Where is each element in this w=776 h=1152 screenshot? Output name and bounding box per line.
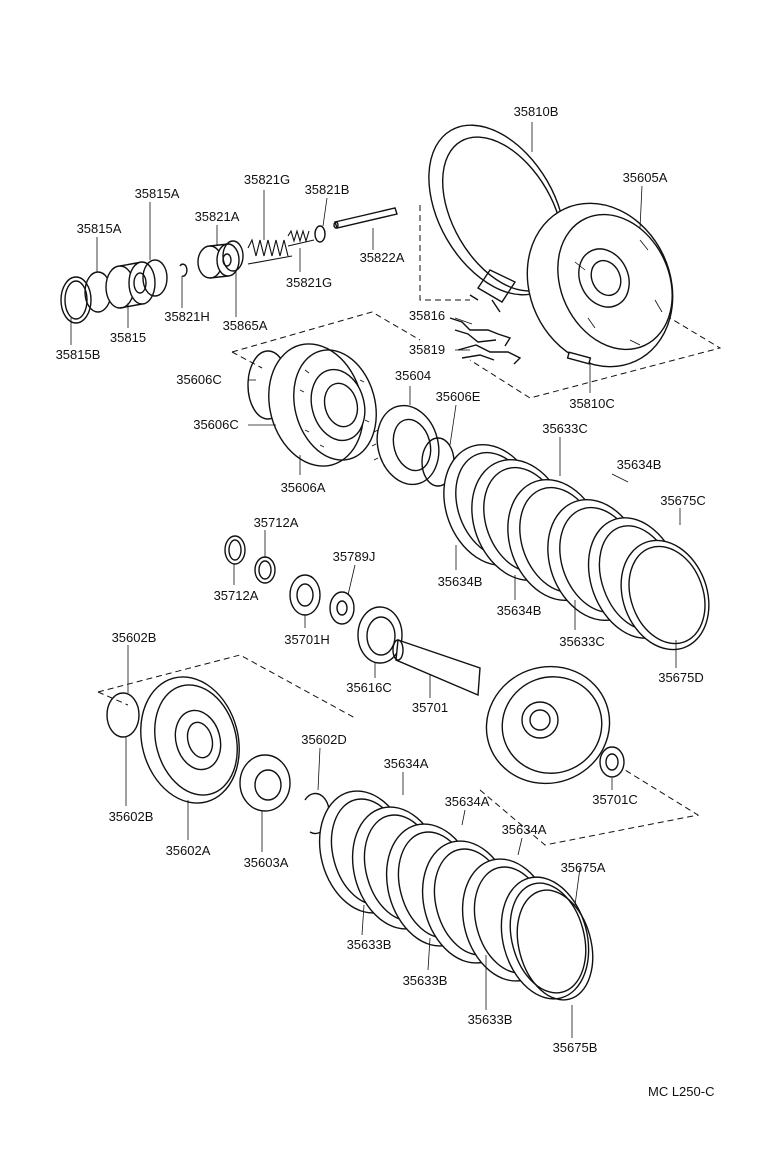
label-35701H: 35701H	[284, 632, 330, 647]
label-35701: 35701	[412, 700, 448, 715]
label-35633C-upper: 35633C	[542, 421, 588, 436]
label-35815: 35815	[110, 330, 146, 345]
clutch-pack-upper	[443, 443, 710, 651]
clutch-assembly-35606A	[247, 343, 377, 467]
label-35616C: 35616C	[346, 680, 392, 695]
part-labels: 35810B 35605A 35815A 35815A 35821G 35821…	[56, 104, 706, 1055]
label-35865A: 35865A	[223, 318, 268, 333]
clutch-pack-lower	[318, 790, 594, 1001]
input-shaft-35701	[392, 639, 625, 785]
label-35633B-3: 35633B	[468, 1012, 513, 1027]
label-35819: 35819	[409, 342, 445, 357]
clutch-drum-35605A	[526, 202, 674, 368]
diagram-code: MC L250-C	[648, 1084, 714, 1099]
washers-and-bearings	[224, 535, 403, 664]
label-35634A-1: 35634A	[384, 756, 429, 771]
label-35602B-lower: 35602B	[109, 809, 154, 824]
label-35821B: 35821B	[305, 182, 350, 197]
label-35815A-upper: 35815A	[135, 186, 180, 201]
label-35604: 35604	[395, 368, 431, 383]
clutch-assembly-35602A	[106, 676, 331, 835]
label-35821A: 35821A	[195, 209, 240, 224]
label-35606C-lower: 35606C	[193, 417, 239, 432]
label-35602D: 35602D	[301, 732, 347, 747]
leader-lines	[70, 122, 681, 1038]
accumulator-group	[60, 207, 398, 324]
label-35701C: 35701C	[592, 792, 638, 807]
label-35816: 35816	[409, 308, 445, 323]
label-35815A-lower: 35815A	[77, 221, 122, 236]
retainer-springs	[449, 317, 522, 365]
label-35602B-upper: 35602B	[112, 630, 157, 645]
one-way-clutch-35604	[371, 404, 455, 487]
label-35633B-2: 35633B	[403, 973, 448, 988]
label-35675B: 35675B	[553, 1040, 598, 1055]
label-35603A: 35603A	[244, 855, 289, 870]
group-outlines	[97, 205, 722, 846]
label-35634A-3: 35634A	[502, 822, 547, 837]
label-35821H: 35821H	[164, 309, 210, 324]
label-35675C: 35675C	[660, 493, 706, 508]
label-35810C: 35810C	[569, 396, 615, 411]
label-35821G-lower: 35821G	[286, 275, 332, 290]
label-35789J: 35789J	[333, 549, 376, 564]
label-35675A: 35675A	[561, 860, 606, 875]
label-35633B-1: 35633B	[347, 937, 392, 952]
label-35634A-2: 35634A	[445, 794, 490, 809]
label-35606C-upper: 35606C	[176, 372, 222, 387]
label-35675D: 35675D	[658, 670, 704, 685]
label-35821G-upper: 35821G	[244, 172, 290, 187]
label-35634B-mid: 35634B	[497, 603, 542, 618]
label-35712A-lower: 35712A	[214, 588, 259, 603]
label-35822A: 35822A	[360, 250, 405, 265]
label-35634B-left: 35634B	[438, 574, 483, 589]
label-35712A-upper: 35712A	[254, 515, 299, 530]
label-35633C-lower: 35633C	[559, 634, 605, 649]
label-35810B: 35810B	[514, 104, 559, 119]
label-35815B: 35815B	[56, 347, 101, 362]
label-35606E: 35606E	[436, 389, 481, 404]
label-35606A: 35606A	[281, 480, 326, 495]
label-35634B-right: 35634B	[617, 457, 662, 472]
label-35605A: 35605A	[623, 170, 668, 185]
label-35602A: 35602A	[166, 843, 211, 858]
